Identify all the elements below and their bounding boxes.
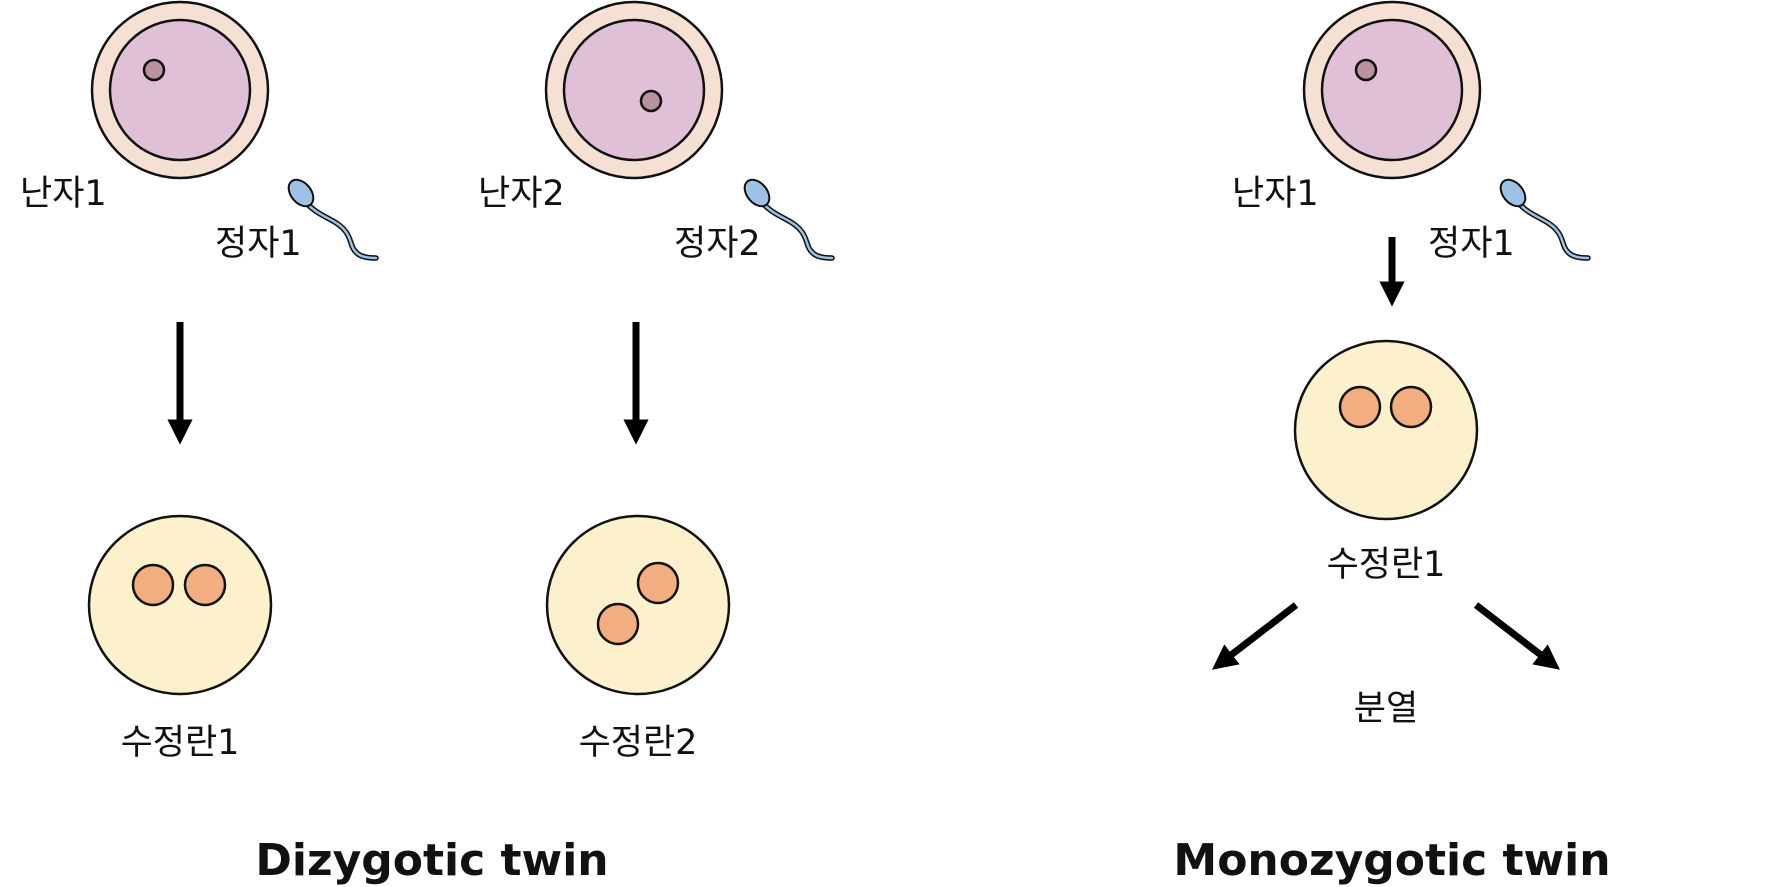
split-label: 분열: [1354, 689, 1418, 729]
monozygotic-group: 난자1 정자1 수정란1 분열: [1212, 0, 1588, 729]
arrow-icon: [1473, 602, 1560, 670]
sperm-label: 정자2: [674, 224, 761, 264]
egg-label: 난자2: [478, 174, 565, 214]
egg-label: 난자1: [1232, 174, 1319, 214]
zygote-icon: [545, 514, 731, 696]
zygote-label: 수정란1: [121, 723, 240, 763]
egg-cell-icon: [90, 0, 270, 180]
zygote-label: 수정란1: [1327, 545, 1446, 585]
zygote-icon: [1293, 339, 1479, 521]
dizygotic-pair-2: 난자2 정자2 수정란2: [478, 0, 832, 763]
egg-cell-icon: [1302, 0, 1482, 180]
sperm-label: 정자1: [1428, 224, 1515, 264]
zygote-label: 수정란2: [579, 723, 698, 763]
dizygotic-pair-1: 난자1 정자1 수정란1: [20, 0, 376, 763]
monozygotic-caption: Monozygotic twin: [1173, 835, 1610, 886]
egg-cell-icon: [544, 0, 724, 180]
dizygotic-caption: Dizygotic twin: [255, 835, 608, 886]
arrow-icon: [1212, 602, 1299, 670]
sperm-label: 정자1: [215, 224, 302, 264]
egg-label: 난자1: [20, 174, 107, 214]
zygote-icon: [87, 514, 273, 696]
